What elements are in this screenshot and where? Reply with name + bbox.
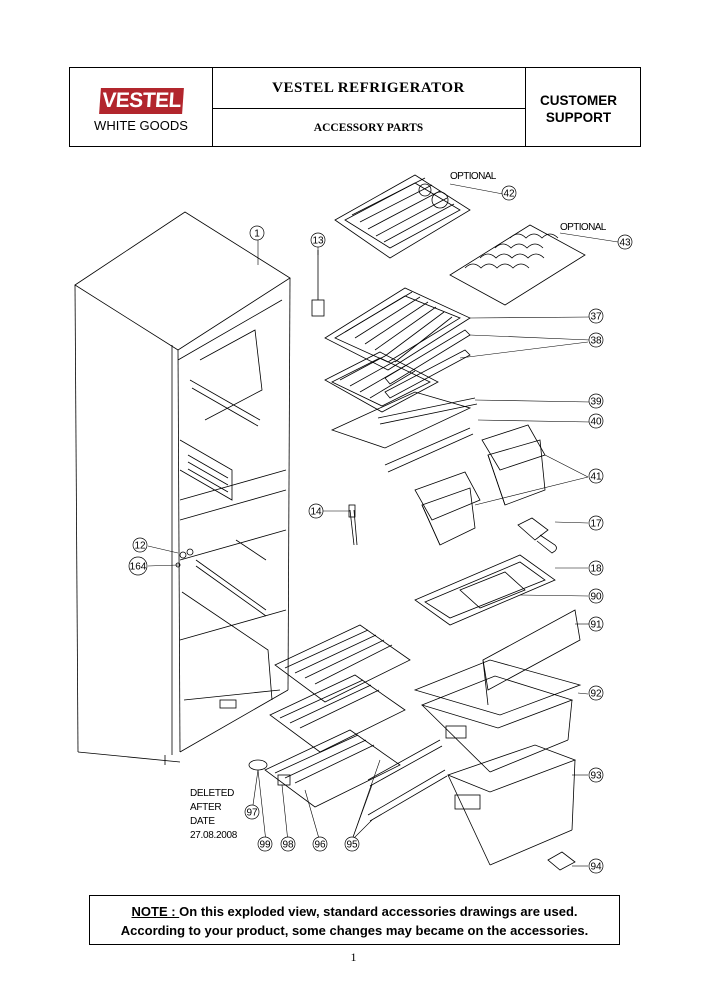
part-95-shelf-rails — [367, 739, 448, 822]
callout-39: 39 — [590, 397, 602, 408]
part-12-164-knobs — [175, 548, 194, 568]
callout-98: 98 — [282, 840, 294, 851]
part-97-99-small-parts — [248, 759, 291, 786]
callout-40: 40 — [590, 417, 602, 428]
callout-99: 99 — [259, 840, 271, 851]
callout-42: 42 — [503, 189, 515, 200]
callout-43: 43 — [619, 238, 631, 249]
part-39-shelf — [324, 351, 478, 425]
callout-96: 96 — [314, 840, 326, 851]
document-subtitle: ACCESSORY PARTS — [313, 122, 424, 134]
part-18-ice-tray — [414, 554, 556, 626]
callout-13: 13 — [312, 236, 324, 247]
callout-labels: 1 13 42 43 37 38 39 40 41 17 14 12 164 1… — [130, 189, 631, 873]
callout-14: 14 — [310, 507, 322, 518]
page-number: 1 — [350, 950, 357, 964]
callout-97: 97 — [246, 808, 258, 819]
part-40-glass-shelf — [330, 391, 474, 473]
callout-41: 41 — [590, 472, 602, 483]
note-line-2: According to your product, some changes … — [120, 923, 589, 938]
callout-1: 1 — [254, 229, 260, 240]
part-96-freezer-shelves — [264, 624, 411, 808]
customer-support-label: CUSTOMER SUPPORT — [540, 93, 618, 125]
header-table: VESTEL WHITE GOODS VESTEL REFRIGERATOR A… — [69, 67, 641, 147]
part-94-drawer-clip — [547, 851, 576, 871]
callout-90: 90 — [590, 592, 602, 603]
part-91-crisper-cover — [482, 609, 581, 706]
callout-37: 37 — [590, 312, 602, 323]
note-key: NOTE : — [131, 904, 180, 919]
part-42-shelf — [334, 174, 471, 259]
part-37-shelf — [324, 287, 471, 371]
note-line-1: On this exploded view, standard accessor… — [179, 904, 578, 919]
callout-94: 94 — [590, 862, 602, 873]
callout-circles — [128, 185, 633, 874]
optional-label-43: OPTIONAL — [560, 222, 607, 233]
note-box: NOTE : On this exploded view, standard a… — [89, 895, 620, 945]
brand-cell: VESTEL WHITE GOODS — [70, 68, 213, 146]
part-93-freezer-drawer — [446, 744, 577, 866]
callout-12: 12 — [134, 541, 146, 552]
callout-93: 93 — [590, 771, 602, 782]
part-43-wine-rack — [449, 224, 586, 306]
part-41-door-bins — [414, 424, 546, 546]
callout-91: 91 — [590, 620, 602, 631]
callout-95: 95 — [346, 840, 358, 851]
part-13-lamp-cover — [311, 250, 325, 317]
callout-38: 38 — [590, 336, 602, 347]
optional-label-42: OPTIONAL — [450, 171, 497, 182]
division-label: WHITE GOODS — [94, 118, 188, 133]
part-14-thermostat-probe — [348, 504, 358, 546]
leader-lines — [147, 183, 619, 867]
part-92-crisper-drawer — [413, 659, 582, 773]
callout-164: 164 — [130, 562, 147, 573]
title-cell: VESTEL REFRIGERATOR ACCESSORY PARTS — [212, 68, 526, 146]
refrigerator-cabinet — [74, 211, 291, 765]
callout-18: 18 — [590, 564, 602, 575]
document-title: VESTEL REFRIGERATOR — [272, 80, 465, 96]
deleted-after-date-note: DELETED AFTER DATE 27.08.2008 — [190, 788, 238, 841]
callout-17: 17 — [590, 519, 602, 530]
part-17-ice-scraper — [517, 517, 557, 554]
callout-92: 92 — [590, 689, 602, 700]
